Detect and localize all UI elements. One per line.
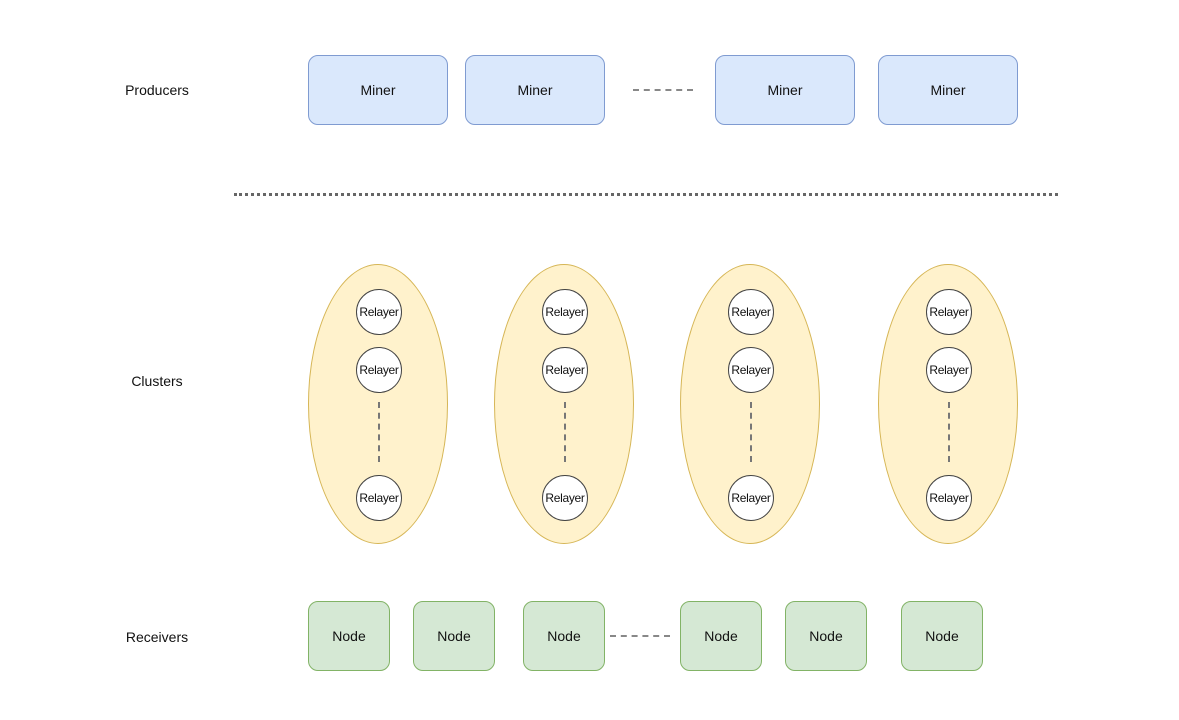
- node-box: Node: [785, 601, 867, 671]
- layer-divider: [234, 193, 1058, 196]
- relayer-circle: Relayer: [356, 289, 402, 335]
- miner-ellipsis-connector: [633, 89, 693, 91]
- miner-box: Miner: [878, 55, 1018, 125]
- clusters-label: Clusters: [131, 373, 183, 389]
- node-box: Node: [308, 601, 390, 671]
- miner-box: Miner: [465, 55, 605, 125]
- node-box: Node: [680, 601, 762, 671]
- relayer-circle: Relayer: [356, 347, 402, 393]
- cluster-ellipse: Relayer Relayer Relayer: [878, 264, 1018, 544]
- node-box: Node: [901, 601, 983, 671]
- miner-box: Miner: [308, 55, 448, 125]
- node-box: Node: [413, 601, 495, 671]
- relayer-circle: Relayer: [926, 347, 972, 393]
- cluster-ellipse: Relayer Relayer Relayer: [494, 264, 634, 544]
- cluster-ellipse: Relayer Relayer Relayer: [680, 264, 820, 544]
- cluster-ellipse: Relayer Relayer Relayer: [308, 264, 448, 544]
- relayer-circle: Relayer: [728, 347, 774, 393]
- node-box: Node: [523, 601, 605, 671]
- relayer-circle: Relayer: [926, 289, 972, 335]
- node-ellipsis-connector: [610, 635, 670, 637]
- receivers-label: Receivers: [125, 629, 189, 645]
- relayer-circle: Relayer: [542, 289, 588, 335]
- relayer-ellipsis-connector: [378, 402, 380, 462]
- relayer-circle: Relayer: [542, 475, 588, 521]
- producers-label: Producers: [125, 82, 189, 98]
- relayer-ellipsis-connector: [564, 402, 566, 462]
- relayer-ellipsis-connector: [750, 402, 752, 462]
- miner-box: Miner: [715, 55, 855, 125]
- relayer-circle: Relayer: [728, 475, 774, 521]
- relayer-circle: Relayer: [926, 475, 972, 521]
- relayer-circle: Relayer: [542, 347, 588, 393]
- relayer-ellipsis-connector: [948, 402, 950, 462]
- relayer-circle: Relayer: [728, 289, 774, 335]
- relayer-circle: Relayer: [356, 475, 402, 521]
